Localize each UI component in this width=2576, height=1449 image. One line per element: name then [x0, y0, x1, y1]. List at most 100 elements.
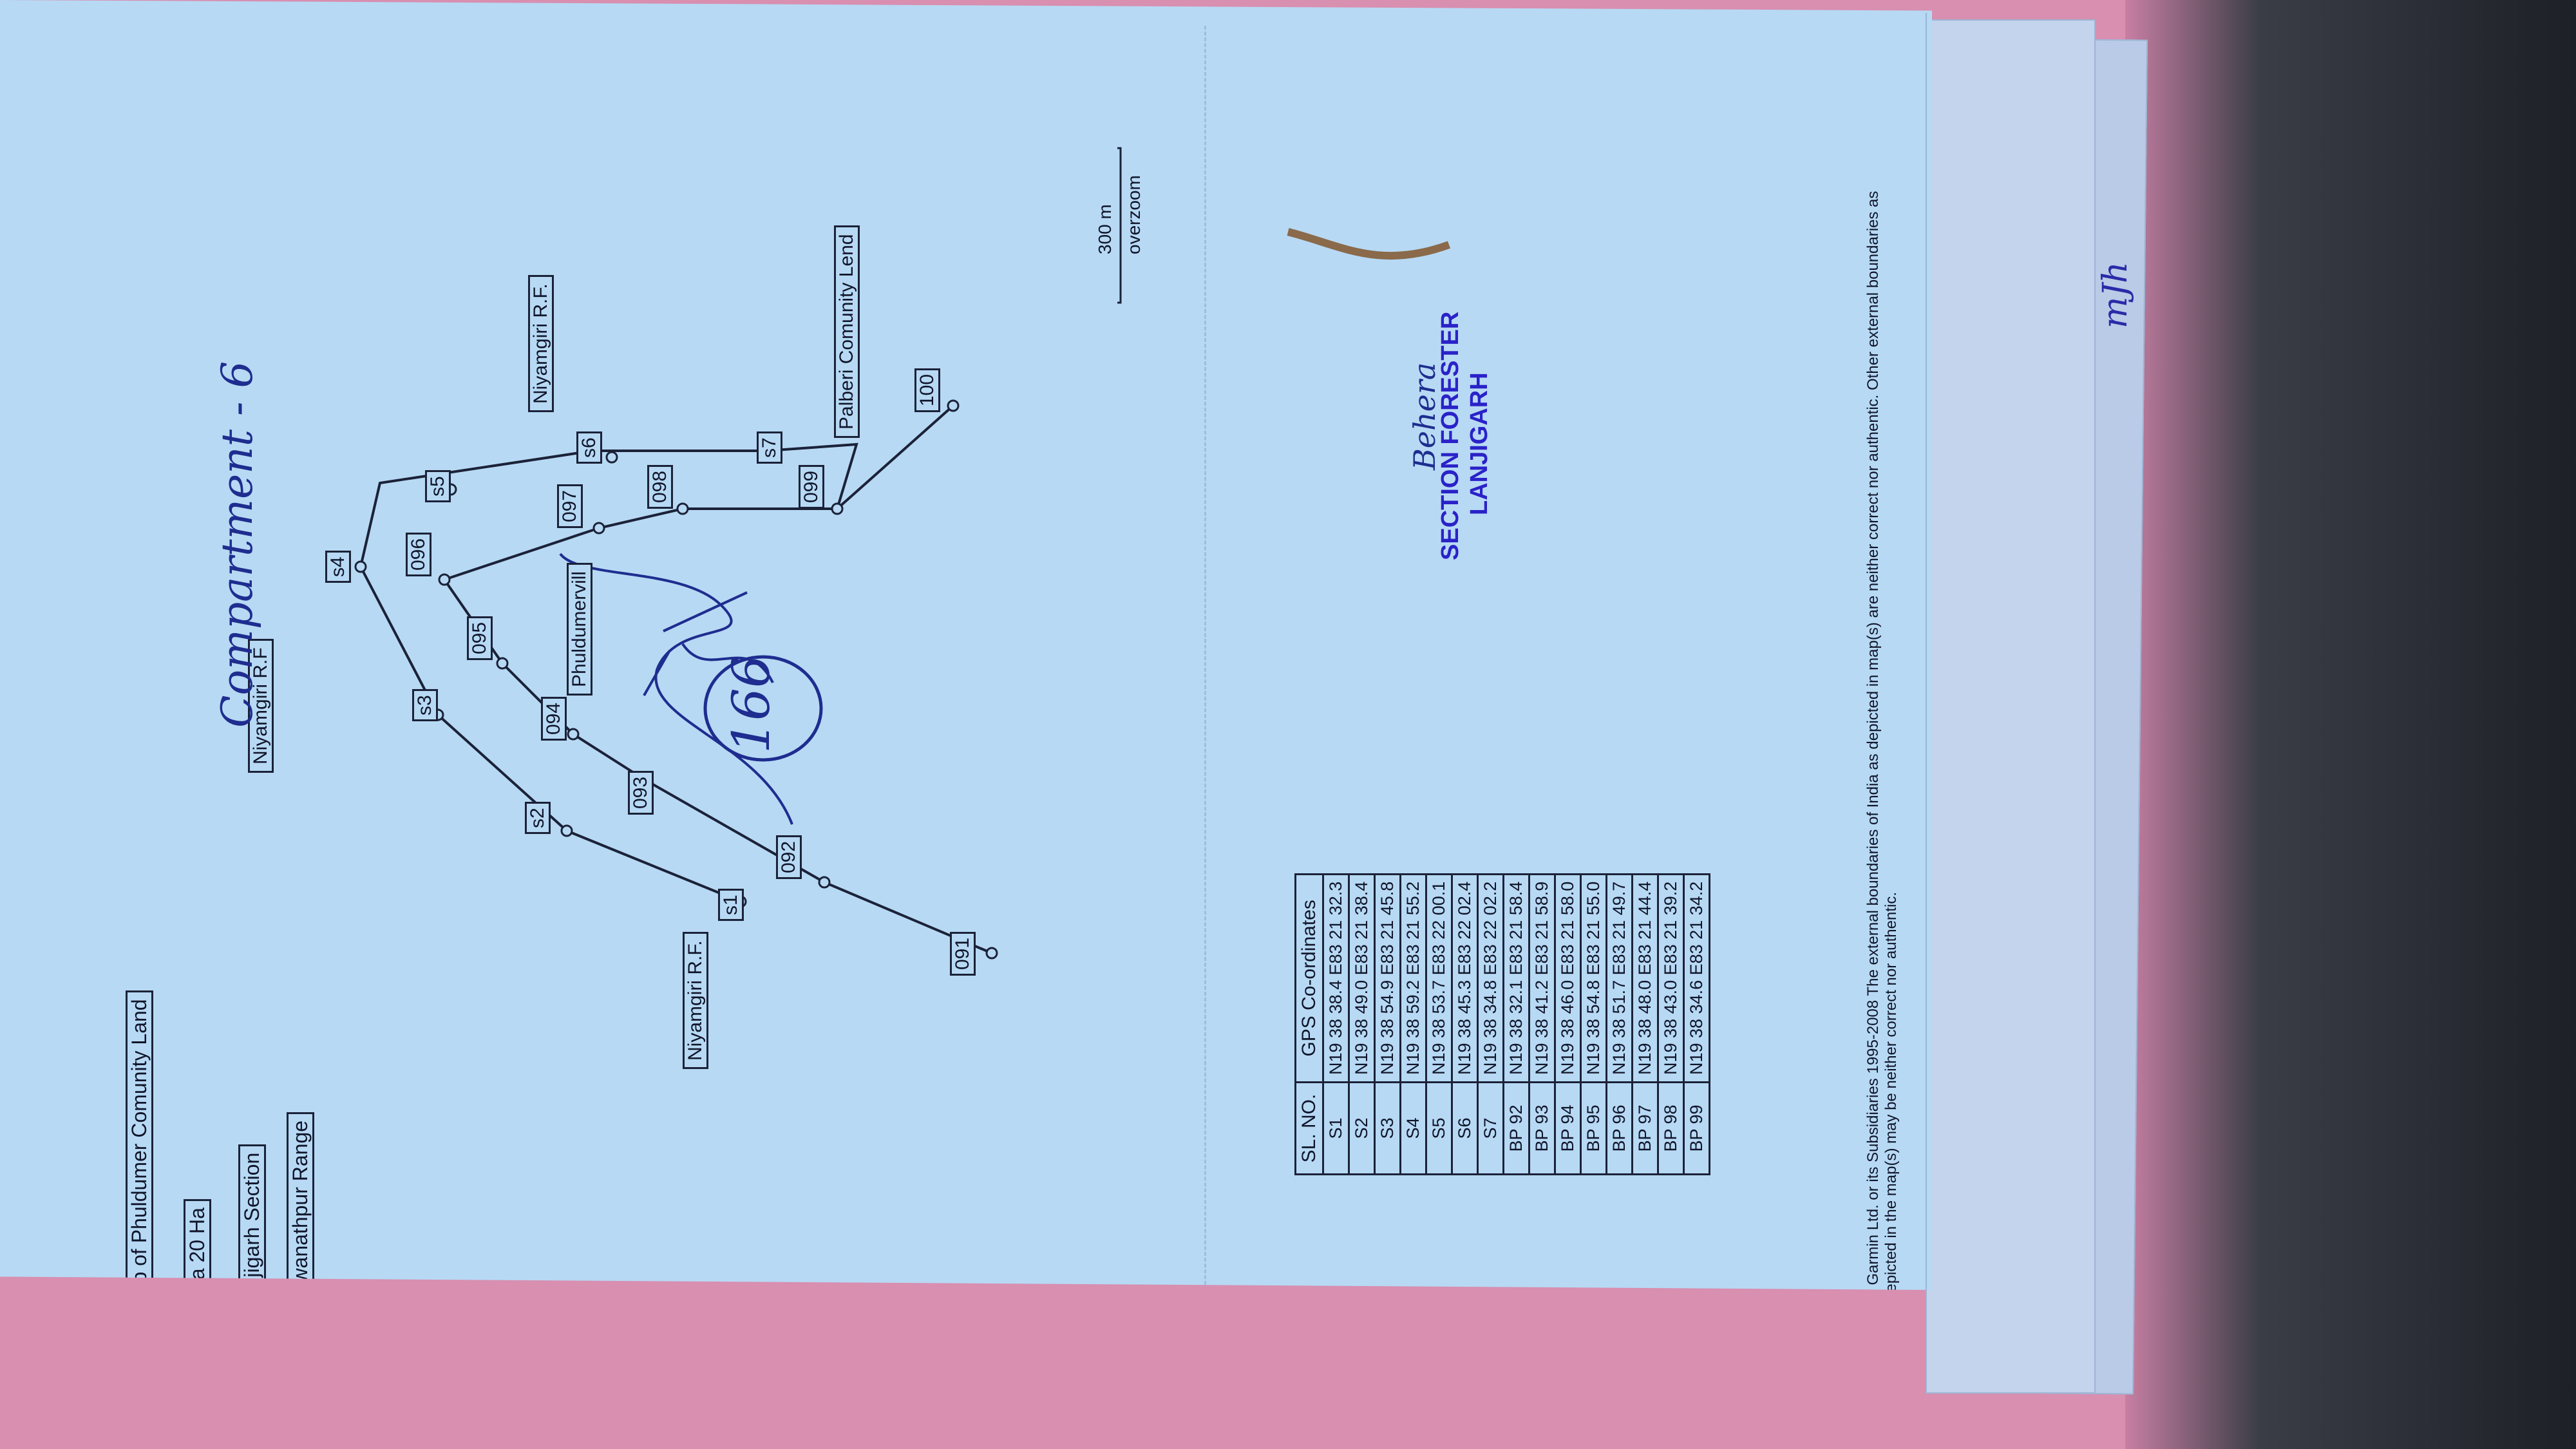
outer-boundary	[359, 442, 858, 903]
tag-bp097: 097	[557, 484, 583, 528]
gps-cell-sl: BP 93	[1529, 1082, 1555, 1175]
gps-cell-sl: BP 96	[1606, 1082, 1633, 1175]
tag-s3: s3	[412, 689, 438, 721]
compartment-circle	[703, 655, 823, 762]
point-bp098	[676, 502, 689, 515]
scale-distance: 300 m	[1095, 204, 1115, 254]
sheet-edge-line	[1926, 13, 1927, 1291]
map-title: Map of Phuldumer Comunity Land	[126, 990, 153, 1291]
gps-cell-coord: N19 38 53.7 E83 22 00.1	[1426, 874, 1452, 1083]
gps-cell-sl: S6	[1452, 1082, 1478, 1175]
tag-bp091: 091	[950, 931, 976, 976]
garmin-credit: © Garmin Ltd. or its Subsidiaries 1995-2…	[1864, 191, 1900, 1301]
tag-bp098: 098	[647, 464, 673, 509]
signature-scribble	[559, 553, 793, 825]
gps-cell-coord: N19 38 32.1 E83 21 58.4	[1503, 874, 1530, 1083]
binding-string	[1287, 228, 1451, 260]
point-bp091	[985, 947, 998, 960]
map-sheet: Map of Phuldumer Comunity Land Area 20 H…	[0, 0, 1932, 1301]
point-bp094	[567, 728, 580, 741]
gps-cell-sl: BP 92	[1503, 1082, 1530, 1175]
gps-cell-sl: S7	[1477, 1082, 1504, 1175]
gps-cell-sl: BP 94	[1555, 1082, 1581, 1175]
gps-cell-coord: N19 38 54.8 E83 21 55.0	[1580, 874, 1607, 1083]
gps-cell-sl: S5	[1426, 1082, 1452, 1175]
point-bp097	[592, 522, 605, 535]
gps-cell-coord: N19 38 45.3 E83 22 02.4	[1452, 874, 1478, 1083]
tag-bp092: 092	[776, 835, 802, 879]
tag-s7: s7	[757, 431, 782, 464]
tag-bp093: 093	[628, 770, 654, 815]
gps-header-sl: SL. NO.	[1295, 1082, 1323, 1175]
tag-bp096: 096	[406, 532, 431, 576]
stamp-line1: SECTION FORESTER	[1437, 311, 1464, 560]
gps-cell-sl: BP 98	[1658, 1082, 1684, 1175]
gps-cell-coord: N19 38 34.6 E83 21 34.2	[1683, 874, 1710, 1083]
gps-cell-coord: N19 38 59.2 E83 21 55.2	[1400, 874, 1426, 1083]
gps-cell-sl: BP 99	[1683, 1082, 1710, 1175]
point-bp092	[818, 876, 831, 889]
compartment-number: 166	[721, 655, 781, 753]
gps-cell-coord: N19 38 48.0 E83 21 44.4	[1632, 874, 1658, 1083]
gps-header-coords: GPS Co-ordinates	[1295, 874, 1323, 1083]
point-s6	[605, 451, 618, 464]
gps-cell-coord: N19 38 49.0 E83 21 38.4	[1349, 874, 1375, 1083]
tag-s5: s5	[425, 470, 451, 502]
fold-line	[1204, 26, 1206, 1291]
paper-stack-middle	[1926, 19, 2096, 1394]
point-bp099	[831, 502, 844, 515]
folder-initials: mJh	[2096, 261, 2135, 328]
tag-s2: s2	[525, 802, 551, 834]
gps-cell-coord: N19 38 43.0 E83 21 39.2	[1658, 874, 1684, 1083]
gps-cell-sl: BP 95	[1580, 1082, 1607, 1175]
point-bp096	[438, 573, 451, 586]
gps-cell-sl: S4	[1400, 1082, 1426, 1175]
gps-cell-sl: S1	[1323, 1082, 1349, 1175]
tag-s1: s1	[718, 889, 744, 921]
gps-cell-sl: BP 97	[1632, 1082, 1658, 1175]
tag-bp099: 099	[799, 464, 824, 509]
compartment-label: Compartment - 6	[213, 361, 262, 728]
stamp-line2: LANJIGARH	[1466, 372, 1493, 515]
gps-cell-coord: N19 38 51.7 E83 21 49.7	[1606, 874, 1633, 1083]
gps-cell-coord: N19 38 54.9 E83 21 45.8	[1374, 874, 1401, 1083]
point-bp100	[947, 399, 960, 412]
gps-cell-coord: N19 38 41.2 E83 21 58.9	[1529, 874, 1555, 1083]
folder-edge-shadow	[2125, 0, 2576, 1449]
tag-bp094: 094	[541, 696, 567, 741]
inner-boundary	[442, 404, 992, 954]
place-palberi: Palberi Comunity Lend	[834, 225, 860, 438]
scale-bar	[1117, 147, 1122, 304]
tag-bp095: 095	[467, 616, 493, 660]
point-s4	[354, 560, 367, 573]
tag-s6: s6	[576, 431, 602, 464]
tag-s4: s4	[325, 551, 351, 583]
gps-cell-coord: N19 38 46.0 E83 21 58.0	[1555, 874, 1581, 1083]
gps-cell-sl: S3	[1374, 1082, 1401, 1175]
gps-cell-coord: N19 38 34.8 E83 22 02.2	[1477, 874, 1504, 1083]
gps-cell-sl: S2	[1349, 1082, 1375, 1175]
scale-note: overzoom	[1124, 175, 1144, 254]
point-s2	[560, 824, 573, 837]
tag-bp100: 100	[914, 368, 940, 412]
place-niyamgiri-right: Niyamgiri R.F.	[528, 275, 554, 412]
place-phuldumer-vill: Phuldumervill	[567, 562, 592, 696]
place-niyamgiri-left: Niyamgiri R.F.	[683, 932, 708, 1069]
